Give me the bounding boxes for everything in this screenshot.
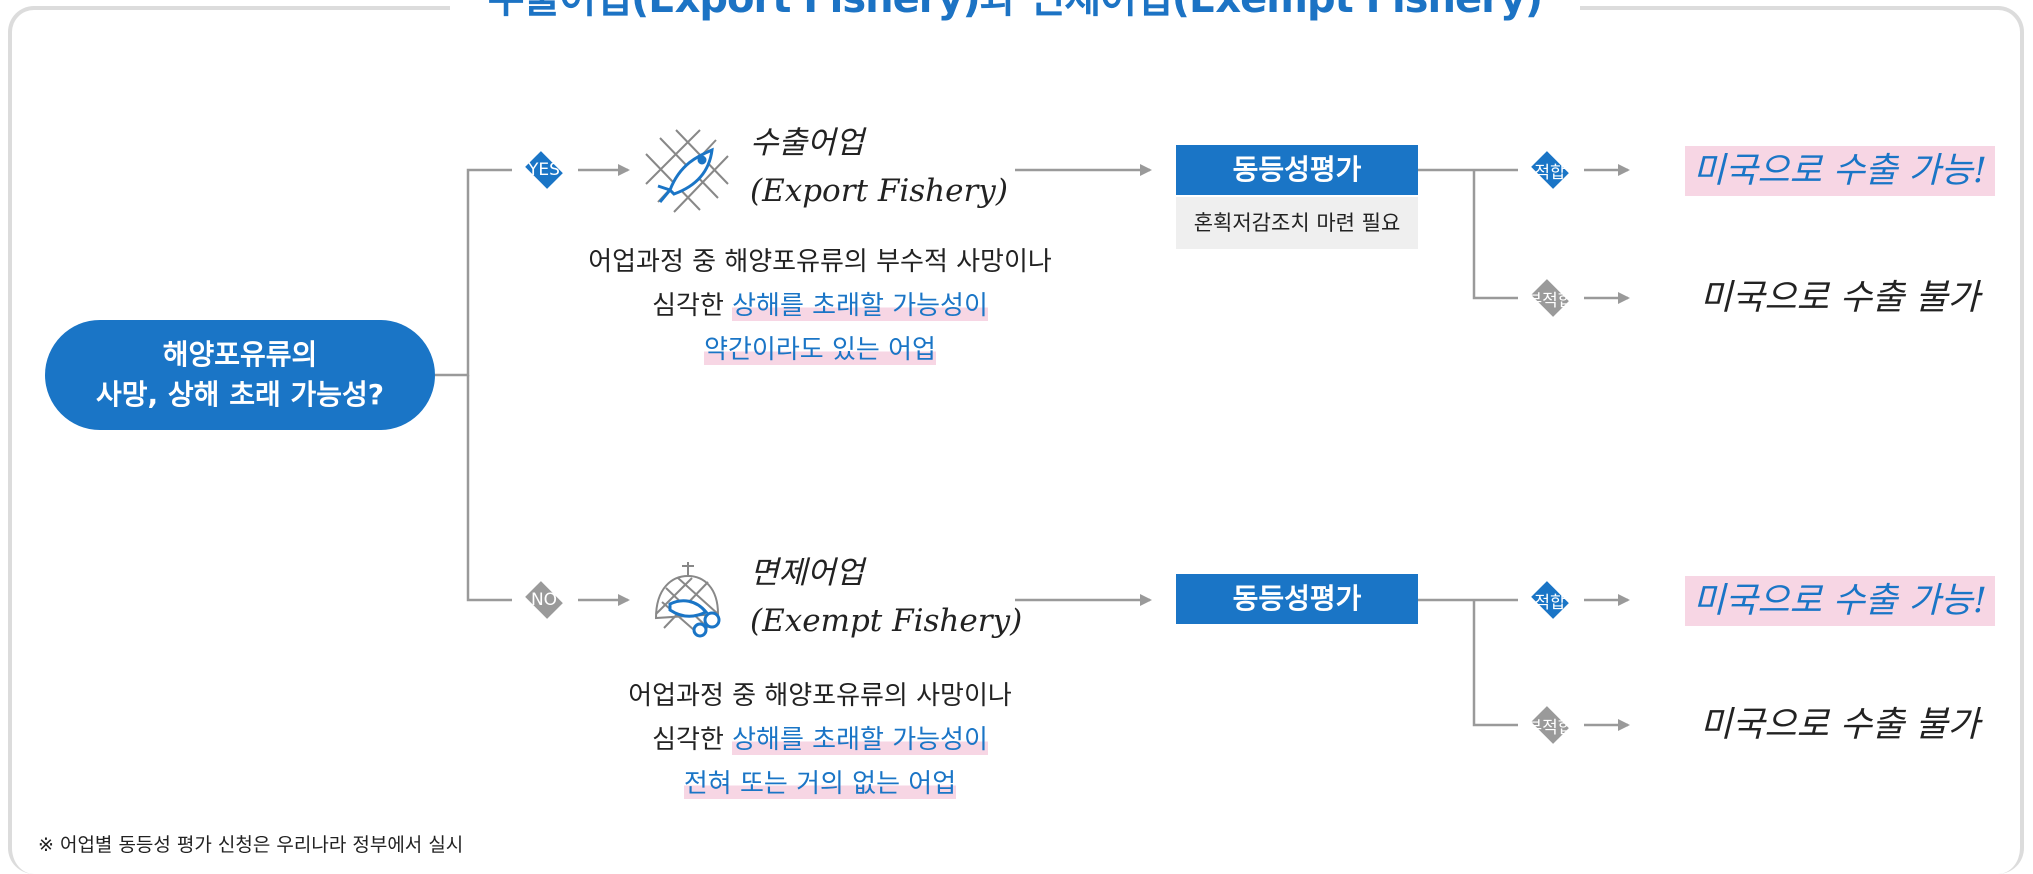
- exempt-desc-line1: 어업과정 중 해양포유류의 사망이나: [628, 681, 1012, 711]
- root-question-line1: 해양포유류의: [162, 338, 318, 371]
- no-export-possible-result: 미국으로 수출 가능!: [1685, 576, 1995, 626]
- exempt-desc-line2: 심각한 상해를 초래할 가능성이: [520, 718, 1120, 762]
- page-title: 수출어업(Export Fishery)과 면제어업(Exempt Fisher…: [450, 0, 1580, 22]
- no-label: NO: [530, 590, 558, 610]
- exempt-fishery-title-en: (Exempt Fishery): [750, 603, 1023, 639]
- yes-fail-label: 부적합: [1526, 290, 1574, 311]
- exempt-fishery-title-ko: 면제어업: [750, 555, 865, 591]
- root-question-line2: 사망, 상해 초래 가능성?: [96, 378, 384, 411]
- yes-pass-label: 적합: [1534, 162, 1566, 183]
- export-desc-line2-plain: 심각한: [652, 291, 724, 321]
- export-fishery-title-ko: 수출어업: [750, 125, 865, 161]
- no-decision-diamond: NO: [513, 578, 575, 622]
- export-desc-line2-highlight: 상해를 초래할 가능성이: [732, 291, 988, 321]
- fish-trap-icon: [654, 562, 721, 638]
- root-question-node: 해양포유류의 사망, 상해 초래 가능성?: [45, 320, 435, 430]
- exempt-fishery-description: 어업과정 중 해양포유류의 사망이나 심각한 상해를 초래할 가능성이 전혀 또…: [520, 674, 1120, 806]
- export-fishery-title-en: (Export Fishery): [750, 173, 1008, 209]
- exempt-desc-line3-highlight: 전혀 또는 거의 없는 어업: [683, 769, 957, 799]
- export-desc-line3-highlight: 약간이라도 있는 어업: [704, 335, 936, 365]
- no-pass-label: 적합: [1534, 592, 1566, 613]
- yes-equivalence-evaluation-box: 동등성평가: [1176, 145, 1418, 195]
- export-fishery-description: 어업과정 중 해양포유류의 부수적 사망이나 심각한 상해를 초래할 가능성이 …: [520, 240, 1120, 372]
- exempt-desc-line2-highlight: 상해를 초래할 가능성이: [732, 725, 988, 755]
- yes-label: YES: [528, 160, 560, 180]
- exempt-desc-line2-plain: 심각한: [652, 725, 724, 755]
- yes-pass-diamond: 적합: [1519, 148, 1581, 192]
- footnote: ※ 어업별 동등성 평가 신청은 우리나라 정부에서 실시: [38, 834, 464, 856]
- no-fail-diamond: 부적합: [1519, 703, 1581, 747]
- yes-decision-diamond: YES: [513, 148, 575, 192]
- yes-export-impossible-result: 미국으로 수출 불가: [1700, 278, 1980, 318]
- export-desc-line1: 어업과정 중 해양포유류의 부수적 사망이나: [588, 247, 1052, 277]
- bycatch-reduction-note: 혼획저감조치 마련 필요: [1176, 197, 1418, 249]
- yes-export-possible-result: 미국으로 수출 가능!: [1685, 146, 1995, 196]
- no-pass-diamond: 적합: [1519, 578, 1581, 622]
- export-desc-line2: 심각한 상해를 초래할 가능성이: [520, 284, 1120, 328]
- no-export-impossible-result: 미국으로 수출 불가: [1700, 705, 1980, 745]
- fish-net-icon: [645, 129, 729, 213]
- no-fail-label: 부적합: [1526, 717, 1574, 738]
- yes-fail-diamond: 부적합: [1519, 276, 1581, 320]
- no-equivalence-evaluation-box: 동등성평가: [1176, 574, 1418, 624]
